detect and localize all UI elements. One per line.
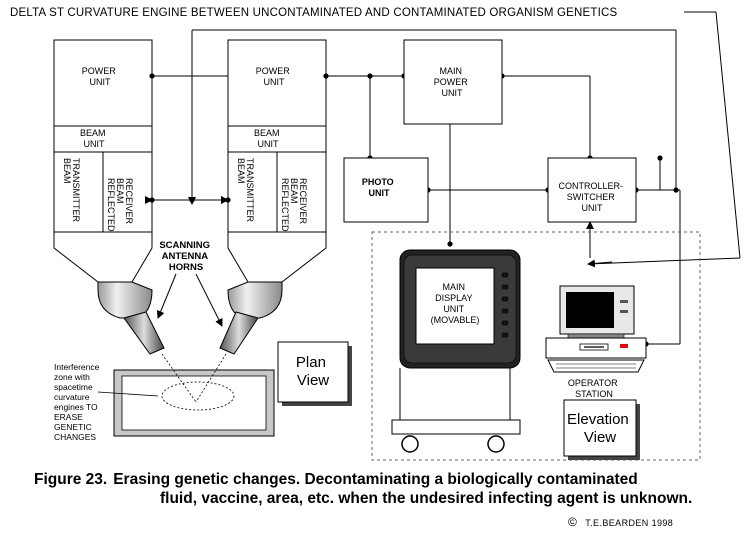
main-display-unit: MAIN DISPLAY UNIT (MOVABLE) [391, 249, 521, 453]
svg-text:CONTROLLER- SWITCHER U: CONTROLLER- SWITCHER UNIT [558, 181, 625, 213]
operator-computer [545, 285, 647, 373]
controller-switcher-box [547, 157, 637, 223]
left-engine: POWER UNIT BEAM UNIT BEAM TRANSMITTER RE… [53, 39, 165, 355]
svg-text:MAIN POWER UNIT: MAIN POWER UNIT [434, 66, 471, 98]
right-transmitter-label: BEAM TRANSMITTER [236, 158, 255, 222]
photo-unit-box [343, 157, 429, 223]
left-power-unit-label: POWER [82, 66, 117, 76]
main-power-label: MAIN [439, 66, 462, 76]
photo-unit-label: PHOTO [362, 177, 394, 187]
right-power-unit-box [227, 39, 327, 127]
plan-view-label: Plan [296, 354, 326, 371]
operator-station-label: OPERATOR [568, 378, 618, 388]
monitor-screen [566, 292, 614, 328]
right-beam [195, 353, 227, 403]
figure-caption: Figure 23. Erasing genetic changes. Decon… [34, 470, 734, 508]
scanning-horns-label: SCANNING [159, 240, 210, 251]
cart-wheel-left [401, 435, 419, 453]
svg-text:BEAM UNIT: BEAM UNIT [254, 128, 282, 149]
svg-text:POWER UNIT: POWER UNIT [82, 66, 119, 87]
svg-text:Plan View: Plan View [296, 354, 330, 389]
display-label: MAIN [442, 282, 465, 292]
svg-text:Elevation View: Elevation View [567, 411, 633, 446]
right-horn-funnel [227, 231, 327, 283]
right-horn-nozzle [219, 311, 259, 355]
right-beam-unit-box [227, 125, 327, 153]
left-transmitter-label: BEAM TRANSMITTER [62, 158, 81, 222]
interference-zone [161, 381, 235, 411]
elevation-view-box [563, 399, 637, 457]
computer-keyboard [547, 359, 645, 373]
plan-view-box [277, 341, 349, 403]
svg-text:SCANNING ANTENNA HORNS: SCANNING ANTENNA HORNS [159, 240, 212, 273]
title-leader-arrow [587, 259, 613, 268]
wiring [152, 11, 741, 345]
main-power-unit-box [403, 39, 503, 125]
copyright-credit: © T.E.BEARDEN 1998 [568, 515, 673, 529]
elevation-view-frame [371, 231, 701, 461]
svg-text:POWER UNIT: POWER UNIT [256, 66, 293, 87]
right-receiver-label: REFLECTED BEAM RECEIVER [280, 178, 308, 234]
left-receiver-label: REFLECTED BEAM RECEIVER [106, 178, 134, 234]
interference-note: Interference zone with spacetime curvatu… [54, 362, 102, 442]
left-beam-unit-box [53, 125, 153, 153]
elevation-view-label: Elevation [567, 411, 629, 428]
credit-text: T.E.BEARDEN 1998 [585, 518, 674, 528]
figure-number: Figure 23. [34, 471, 108, 488]
left-horn-funnel [53, 231, 153, 283]
svg-text:PHOTO UNIT: PHOTO UNIT [362, 177, 396, 198]
display-controls [500, 271, 510, 339]
plan-view-container [113, 353, 275, 437]
left-beam [161, 353, 197, 403]
caption-line-2: fluid, vaccine, area, etc. when the unde… [160, 490, 693, 507]
caption-line-1: Erasing genetic changes. Decontaminating… [113, 471, 638, 488]
right-horn-bell [227, 281, 283, 319]
left-horn-nozzle [123, 311, 165, 355]
right-engine: POWER UNIT BEAM UNIT BEAM TRANSMITTER RE… [219, 39, 327, 355]
controller-label: CONTROLLER- [558, 181, 623, 191]
cart-wheel-right [487, 435, 505, 453]
power-light-icon [620, 344, 628, 348]
display-screen [415, 267, 495, 345]
display-cart-base [391, 419, 521, 435]
svg-text:BEAM UNIT: BEAM UNIT [80, 128, 108, 149]
diagram-title: DELTA ST CURVATURE ENGINE BETWEEN UNCONT… [10, 7, 618, 19]
copyright-icon: © [568, 515, 578, 529]
left-horn-pointer [156, 273, 177, 319]
left-beam-unit-label: BEAM [80, 128, 106, 138]
right-power-unit-label: POWER [256, 66, 291, 76]
right-horn-pointer [195, 273, 223, 327]
interference-leader [97, 391, 159, 397]
svg-text:MAIN DISPLAY UNIT: MAIN DISPLAY UNIT (MOVABLE) [431, 282, 480, 325]
right-beam-unit-label: BEAM [254, 128, 280, 138]
left-power-unit-box [53, 39, 153, 127]
container-interior [121, 375, 267, 431]
svg-text:OPERATOR STATION: OPERATOR STATION [568, 378, 620, 399]
